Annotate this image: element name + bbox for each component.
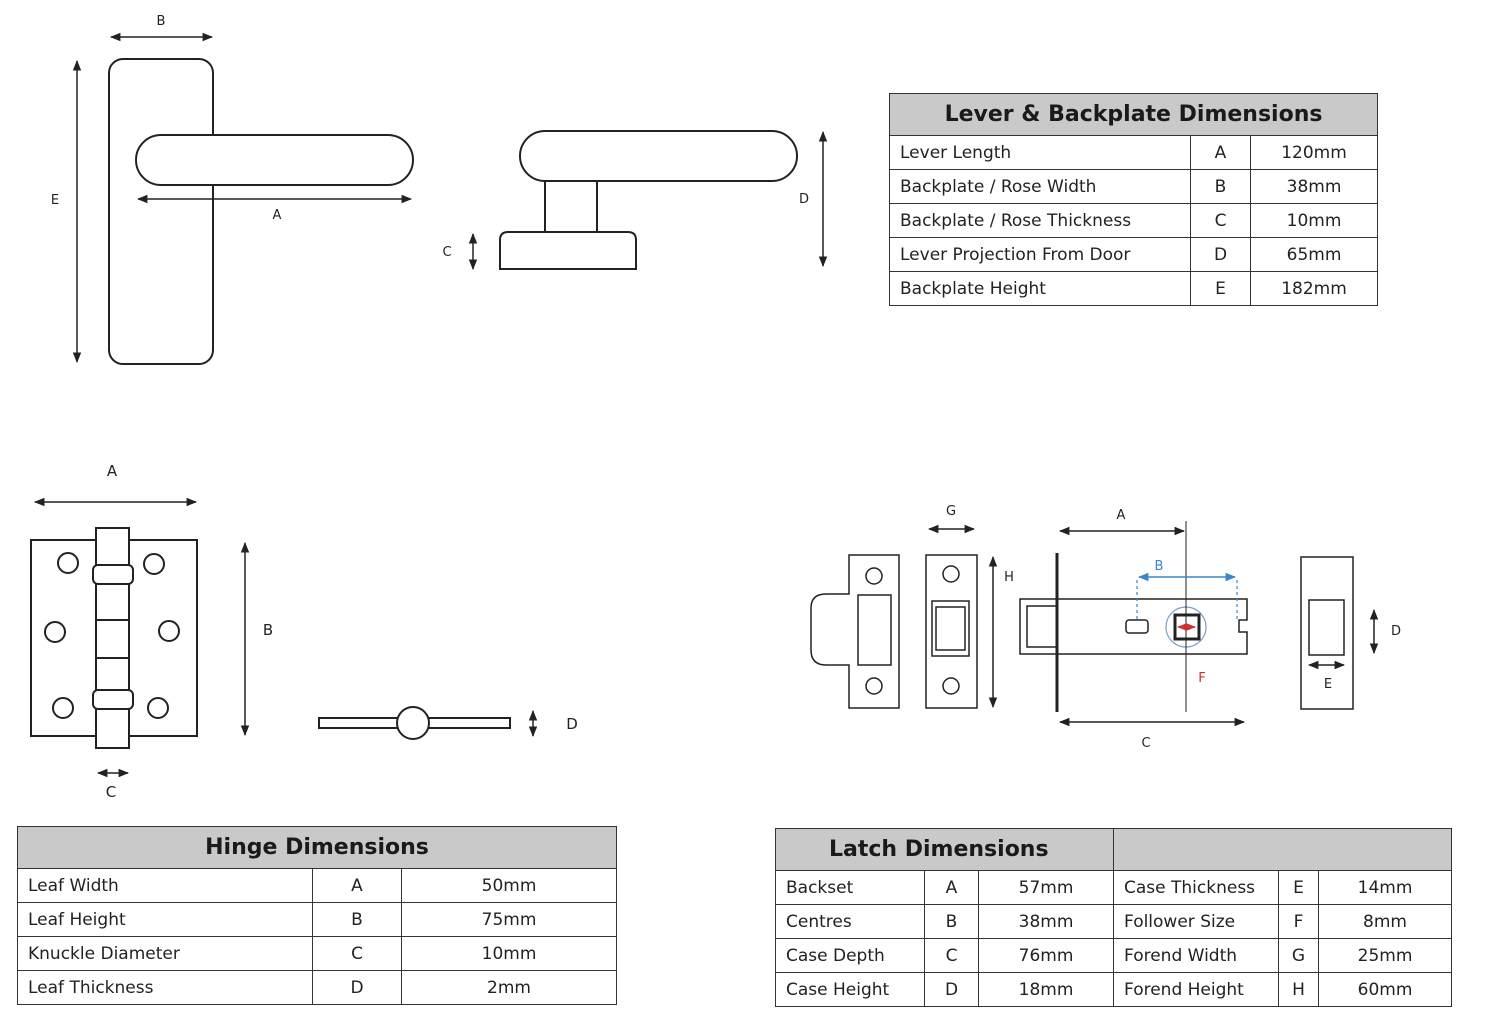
row-code: B [312,902,402,937]
row-name: Case Depth [775,938,925,973]
row-code: B [924,904,979,939]
dim-label-c: C [442,245,451,260]
row-code: F [1278,904,1320,939]
row-code: H [1278,972,1320,1007]
row-name: Case Height [775,972,925,1007]
dim-label-b: B [157,14,166,29]
row-code: E [1190,271,1251,306]
row-code: D [1190,237,1251,272]
row-value: 10mm [1249,203,1379,238]
row-value: 2mm [400,970,618,1005]
row-code: C [1190,203,1251,238]
dim-label-a-hinge: A [107,462,118,480]
row-name: Centres [775,904,925,939]
dim-label-a-latch: A [1117,508,1126,523]
row-name: Leaf Height [17,902,313,937]
row-code: C [924,938,979,973]
row-value: 8mm [1318,904,1453,939]
row-value: 57mm [977,870,1115,905]
lever-side-view [499,130,798,270]
row-value: 182mm [1249,271,1379,306]
row-name: Backplate / Rose Thickness [889,203,1191,238]
latch-forend [925,554,978,709]
dim-label-e: E [51,193,59,208]
row-code: D [312,970,402,1005]
row-value: 75mm [400,902,618,937]
row-name: Leaf Width [17,868,313,903]
dim-label-b-hinge: B [263,621,273,639]
row-value: 18mm [977,972,1115,1007]
dim-label-b-latch: B [1155,559,1164,574]
dim-label-c-latch: C [1141,736,1150,751]
row-value: 25mm [1318,938,1453,973]
row-value: 10mm [400,936,618,971]
lever-table-title: Lever & Backplate Dimensions [888,93,1379,136]
row-name: Lever Projection From Door [889,237,1191,272]
dim-label-e-latch: E [1324,677,1332,692]
dim-label-f-latch: F [1198,671,1205,686]
row-code: E [1278,870,1320,905]
latch-table-title: Latch Dimensions [774,828,1115,871]
dim-label-g-latch: G [946,504,956,519]
dim-label-d: D [799,192,809,207]
hinge-side-view [318,706,511,740]
latch-strike-plate [810,554,900,709]
hinge-front-view [30,527,198,749]
row-code: D [924,972,979,1007]
hinge-table-title: Hinge Dimensions [16,826,618,869]
row-value: 60mm [1318,972,1453,1007]
row-name: Backplate Height [889,271,1191,306]
row-value: 120mm [1249,135,1379,170]
row-name: Knuckle Diameter [17,936,313,971]
lever-dimensions-table: Lever & Backplate Dimensions Lever Lengt… [888,93,1379,306]
latch-case-end-view [1300,556,1354,710]
row-value: 50mm [400,868,618,903]
latch-body-side-view [1019,521,1248,712]
row-name: Leaf Thickness [17,970,313,1005]
latch-table-title-right [1113,828,1453,871]
row-value: 65mm [1249,237,1379,272]
row-name: Lever Length [889,135,1191,170]
lever-front-view [108,58,414,365]
row-name: Backset [775,870,925,905]
row-value: 38mm [1249,169,1379,204]
row-code: A [312,868,402,903]
dim-label-d-hinge: D [566,715,578,733]
row-code: A [924,870,979,905]
dim-label-c-hinge: C [106,783,116,801]
row-code: B [1190,169,1251,204]
row-name: Case Thickness [1113,870,1280,905]
row-code: C [312,936,402,971]
dim-label-d-latch: D [1391,624,1401,639]
row-name: Forend Height [1113,972,1280,1007]
row-value: 14mm [1318,870,1453,905]
row-name: Follower Size [1113,904,1280,939]
row-value: 38mm [977,904,1115,939]
row-value: 76mm [977,938,1115,973]
row-code: G [1278,938,1320,973]
dim-label-a: A [273,208,282,223]
dim-label-h-latch: H [1004,570,1014,585]
row-name: Forend Width [1113,938,1280,973]
row-code: A [1190,135,1251,170]
row-name: Backplate / Rose Width [889,169,1191,204]
